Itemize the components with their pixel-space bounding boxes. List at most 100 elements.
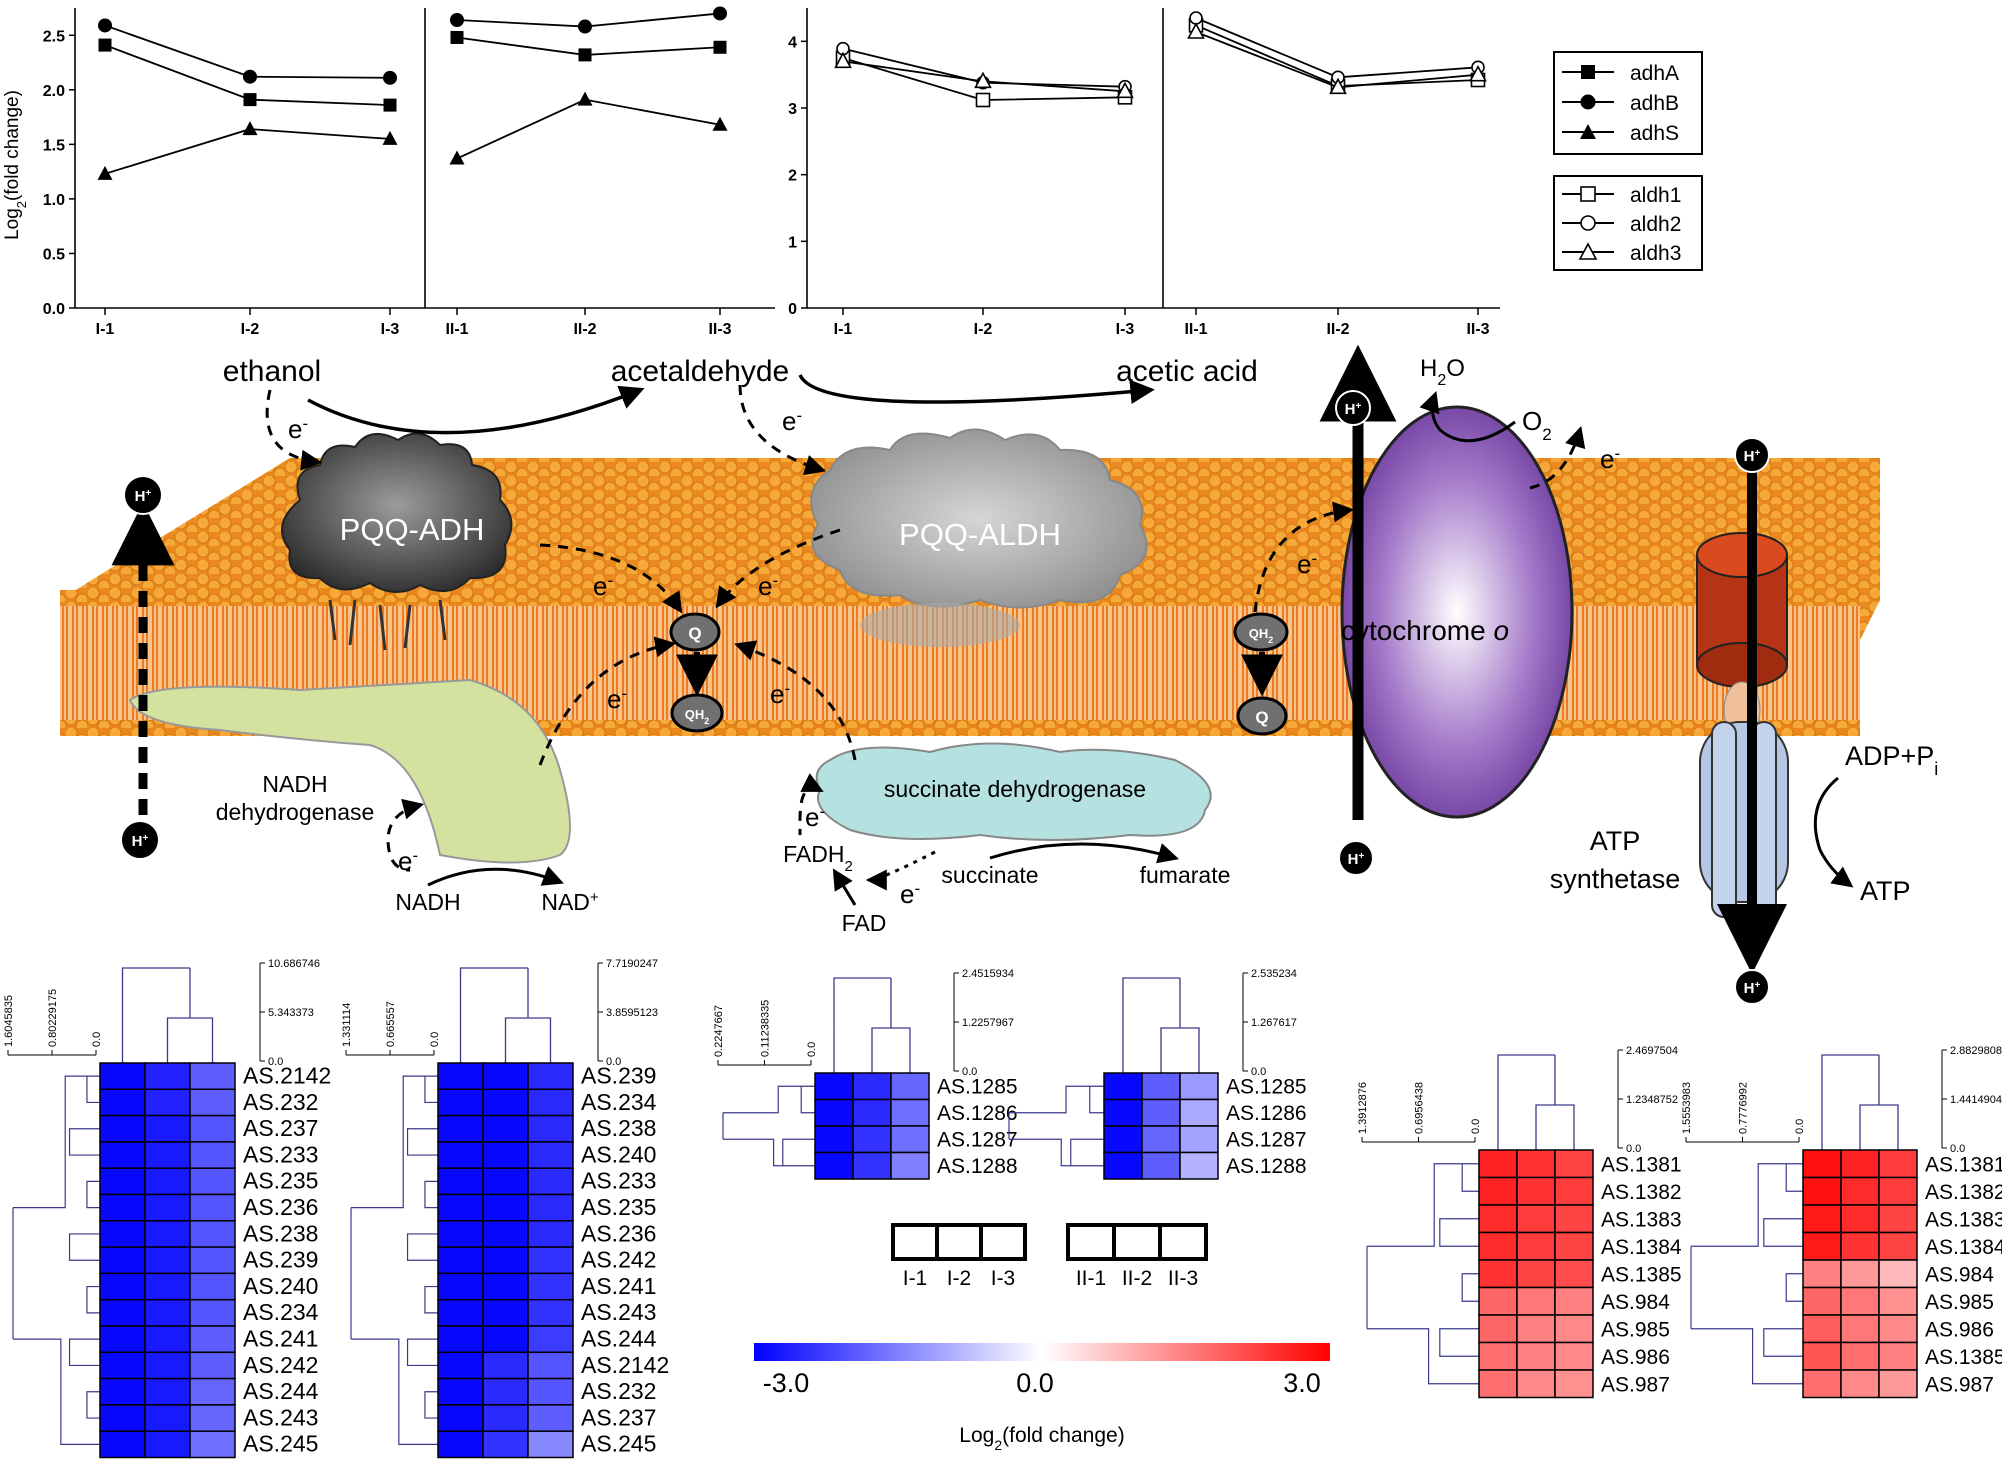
water-label: H2O xyxy=(1420,355,1465,389)
data-point-adhA xyxy=(713,40,727,54)
y-tick-label: 1 xyxy=(788,234,797,251)
y-tick-label: 2.0 xyxy=(43,83,65,100)
column-dendrogram xyxy=(121,967,214,1063)
legend-marker-aldh3 xyxy=(1578,242,1598,260)
heatmap-cell xyxy=(144,1430,191,1459)
data-point-aldh3 xyxy=(1187,22,1205,39)
row-dendrogram xyxy=(1690,1163,1803,1385)
heatmap-cell xyxy=(99,1298,146,1327)
heatmap-cell xyxy=(1516,1369,1556,1399)
heatmap-cell xyxy=(1141,1151,1181,1180)
row-label: AS.238 xyxy=(581,1115,656,1141)
heatmap-cell xyxy=(1516,1204,1556,1234)
legend-marker-aldh2 xyxy=(1580,215,1596,231)
heatmap-cell xyxy=(1516,1259,1556,1289)
heatmap-cell xyxy=(1179,1125,1219,1154)
heatmap-cell xyxy=(189,1246,236,1275)
svg-text:H+: H+ xyxy=(1345,401,1362,419)
row-scale-label: 0.0 xyxy=(91,1032,103,1047)
row-label: AS.241 xyxy=(581,1273,656,1299)
data-point-aldh3 xyxy=(974,71,992,89)
row-label: AS.243 xyxy=(581,1299,656,1325)
colorbar-label: Log2(fold change) xyxy=(959,1424,1124,1453)
y-tick-label: 3 xyxy=(788,101,797,118)
heatmap-cell xyxy=(527,1220,574,1248)
nadh-dehydrogenase-enzyme: NADH dehydrogenase xyxy=(128,678,571,864)
svg-text:H+: H+ xyxy=(1348,851,1365,869)
x-tick-label: I-1 xyxy=(834,321,853,338)
row-label: AS.236 xyxy=(243,1194,318,1220)
column-dendrogram xyxy=(459,967,552,1063)
y-tick-label: 2.5 xyxy=(43,28,65,45)
adp-pi-label: ADP+Pi xyxy=(1845,741,1938,779)
pathway-diagram: PQQ-ADH PQQ-ALDH NADH dehydrogenase succ… xyxy=(60,344,1938,1005)
heatmap-cell xyxy=(437,1404,484,1432)
heatmap-cell xyxy=(189,1272,236,1301)
column-scale-label: 7.7190247 xyxy=(606,958,658,970)
quinone-icon xyxy=(1236,696,1288,736)
proton-icon xyxy=(1734,437,1770,473)
heatmap-cell xyxy=(437,1246,484,1275)
svg-text:e-: e- xyxy=(288,414,308,445)
heatmap-cell xyxy=(189,1404,236,1432)
heatmap-cell xyxy=(527,1114,574,1143)
heatmap-cell xyxy=(437,1193,484,1222)
heatmap-cell xyxy=(1179,1072,1219,1101)
heatmap-cell xyxy=(437,1430,484,1459)
heatmap-cell xyxy=(1840,1286,1880,1316)
row-label: AS.233 xyxy=(581,1168,656,1194)
sample-box xyxy=(935,1223,983,1261)
heatmap-cell xyxy=(527,1193,574,1222)
row-scale-label: 0.0 xyxy=(806,1042,818,1057)
heatmap-cell xyxy=(1802,1204,1842,1234)
heatmap-cell xyxy=(527,1141,574,1169)
heatmap-cell xyxy=(814,1125,854,1154)
atp-synthetase-complex: H+ H+ ATP synthetase ADP+Pi ATP xyxy=(1550,437,1938,1005)
nadh-label: NADH xyxy=(395,889,460,915)
row-label: AS.1382 xyxy=(1925,1181,2002,1204)
data-point-adhB xyxy=(243,69,257,84)
heatmap-cell xyxy=(1516,1314,1556,1344)
legend-marker-adhb xyxy=(1580,94,1596,110)
column-scale-label: 0.0 xyxy=(1251,1066,1266,1078)
oxygen-label: O2 xyxy=(1522,406,1552,444)
pqq-aldh-label: PQQ-ALDH xyxy=(899,517,1061,552)
row-label: AS.1384 xyxy=(1601,1236,1682,1259)
heatmap-cell xyxy=(482,1351,529,1380)
heatmap-cell xyxy=(1478,1341,1518,1371)
proton-icon xyxy=(123,475,163,515)
column-dendrogram xyxy=(1821,1054,1899,1150)
heatmap-cell xyxy=(482,1325,529,1354)
legend-aldh1: aldh1 xyxy=(1630,184,1681,207)
data-point-aldh3 xyxy=(1469,64,1487,82)
heatmap-cell xyxy=(527,1377,574,1406)
quinol-icon xyxy=(1233,612,1289,652)
column-scale-label: 5.343373 xyxy=(268,1007,314,1019)
row-label: AS.986 xyxy=(1925,1318,1994,1341)
heatmap-cell xyxy=(99,1193,146,1222)
sample-legend-boxes: I-1 I-2 I-3 II-1 II-2 II-3 xyxy=(891,1223,1208,1290)
heatmap-cell xyxy=(144,1298,191,1327)
heatmap-cell xyxy=(852,1125,892,1154)
heatmap-cell xyxy=(1840,1149,1880,1179)
heatmap-cell xyxy=(482,1430,529,1459)
row-scale-label: 1.6045835 xyxy=(3,995,15,1047)
row-label: AS.243 xyxy=(243,1404,318,1430)
proton-icon xyxy=(1338,840,1374,876)
nad-plus-label: NAD+ xyxy=(541,889,599,916)
heatmap-cell xyxy=(1554,1286,1594,1316)
row-label: AS.236 xyxy=(581,1220,656,1246)
column-scale-label: 1.4414904 xyxy=(1950,1094,2002,1106)
column-scale-label: 2.535234 xyxy=(1251,968,1297,980)
heatmap-cell xyxy=(144,1167,191,1196)
svg-text:H+: H+ xyxy=(132,833,149,851)
row-label: AS.1384 xyxy=(1925,1236,2002,1259)
row-dendrogram xyxy=(350,1075,438,1445)
heatmap-cell xyxy=(482,1377,529,1406)
heatmap-cell xyxy=(482,1141,529,1169)
heatmap-cell xyxy=(99,1167,146,1196)
column-scale-label: 1.267617 xyxy=(1251,1017,1297,1029)
heatmap-cell xyxy=(852,1098,892,1127)
heatmap-cell xyxy=(1179,1098,1219,1127)
